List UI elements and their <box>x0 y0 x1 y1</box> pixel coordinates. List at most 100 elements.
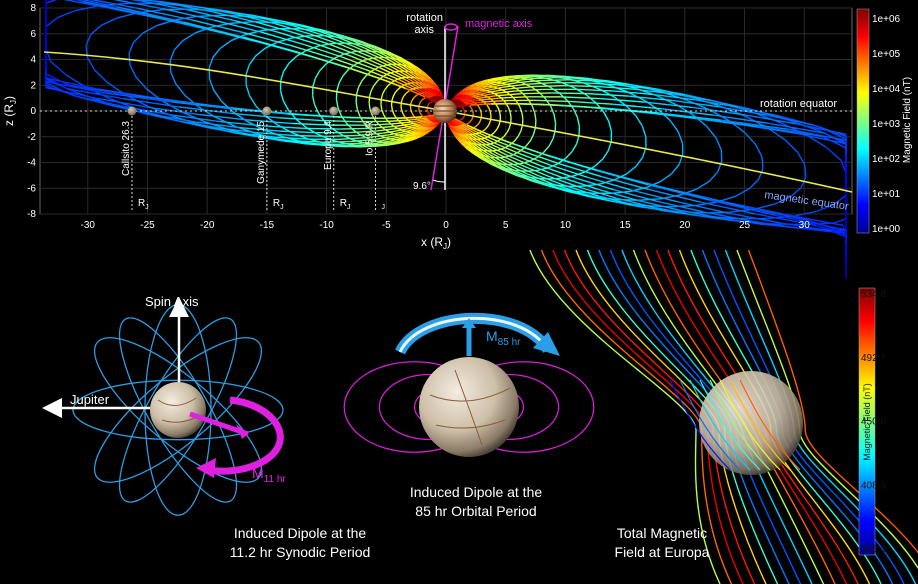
field-line-segment <box>549 155 596 171</box>
field-line-segment <box>530 76 555 80</box>
field-line-segment <box>355 101 358 110</box>
field-line-segment <box>418 110 421 113</box>
field-line-segment <box>692 106 744 116</box>
field-line-segment <box>403 135 417 142</box>
field-line-segment <box>426 104 429 107</box>
field-line-segment <box>219 127 259 134</box>
field-line-segment <box>391 109 395 115</box>
field-line-segment <box>479 142 499 155</box>
field-line-segment <box>580 77 608 82</box>
field-line-segment <box>509 78 532 83</box>
field-line-segment <box>428 102 431 105</box>
field-line-segment <box>695 117 758 127</box>
field-line-segment <box>255 47 266 57</box>
field-line-segment <box>457 94 468 101</box>
x-tick-label: 25 <box>739 220 751 231</box>
field-line-segment <box>360 55 388 69</box>
field-line-segment <box>699 201 755 215</box>
field-line-segment <box>671 93 712 102</box>
field-line-segment <box>654 206 694 216</box>
field-line-segment <box>420 120 433 127</box>
field-line-segment <box>686 99 710 111</box>
field-line-segment <box>198 6 238 16</box>
field-line-segment <box>804 164 807 177</box>
europa-lineae-middle <box>429 369 511 446</box>
orbital-dipole-panel: M85 hr Induced Dipole at the 85 hr Orbit… <box>343 312 595 519</box>
field-line-segment <box>251 14 283 22</box>
field-line-segment <box>134 95 197 105</box>
field-line-segment <box>381 89 386 95</box>
field-line-segment <box>672 99 720 108</box>
field-line-segment <box>116 6 184 23</box>
field-line-segment <box>636 199 679 211</box>
field-line-segment <box>572 108 579 118</box>
field-line-segment <box>294 134 329 138</box>
field-line-segment <box>426 80 436 91</box>
field-line-segment <box>400 131 416 138</box>
field-line-segment <box>462 97 477 103</box>
field-line-segment <box>394 89 399 94</box>
field-line-segment <box>608 121 613 132</box>
colorbar-tick-label: 1e+04 <box>872 84 901 95</box>
y-tick-label: -6 <box>27 183 36 194</box>
field-line-segment <box>550 106 555 115</box>
field-line-segment <box>669 120 679 133</box>
field-line-segment <box>199 113 248 121</box>
colorbar-top-label: Magnetic Field (nT) <box>902 77 913 163</box>
field-line-segment <box>461 96 475 102</box>
field-line-segment <box>420 73 431 84</box>
field-line-segment <box>65 73 87 88</box>
field-line-segment <box>474 124 478 128</box>
field-line-segment <box>232 131 264 139</box>
field-line-segment <box>452 117 463 125</box>
field-line-segment <box>462 88 474 96</box>
field-line-segment <box>169 49 175 61</box>
field-line-segment <box>561 176 598 190</box>
field-line-segment <box>418 101 422 105</box>
field-line-segment <box>454 125 464 135</box>
field-line-segment <box>494 76 512 82</box>
field-line-segment <box>483 142 506 155</box>
field-line-segment <box>486 80 503 86</box>
field-line-segment <box>779 222 832 232</box>
field-line-segment <box>540 164 575 179</box>
field-line-segment <box>90 0 138 9</box>
field-line-segment <box>389 130 409 136</box>
field-line-segment <box>513 173 532 182</box>
field-line-segment <box>261 27 281 32</box>
field-line-segment <box>487 122 491 127</box>
field-line-segment <box>321 119 359 123</box>
rotation-85hr-arrow <box>395 312 553 355</box>
field-line-segment <box>423 97 426 100</box>
moon-label: Ganymede 15 <box>256 121 267 184</box>
field-line-segment <box>458 132 469 143</box>
field-line-segment <box>476 122 480 126</box>
field-line-segment <box>671 164 680 175</box>
field-line-segment <box>384 84 389 90</box>
field-line-segment <box>569 100 613 105</box>
field-line-segment <box>560 96 601 100</box>
field-line-segment <box>471 91 488 97</box>
field-line-segment <box>788 128 847 142</box>
field-line-segment <box>294 32 331 46</box>
field-line-segment <box>710 99 750 110</box>
field-line-segment <box>744 132 757 146</box>
field-line-segment <box>420 130 430 136</box>
caption-left-line2: 11.2 hr Synodic Period <box>230 544 371 560</box>
x-axis-title: x (RJ) <box>421 235 451 251</box>
field-line-front <box>689 379 751 471</box>
field-line-segment <box>411 126 426 133</box>
field-line-segment <box>123 97 179 108</box>
field-line-segment <box>428 78 437 87</box>
field-line-segment <box>496 160 517 173</box>
caption-right-line1: Total Magnetic <box>617 525 707 541</box>
field-line-segment <box>720 149 723 162</box>
field-line-segment <box>423 87 435 97</box>
field-line-segment <box>75 5 99 12</box>
field-line-segment <box>235 20 279 33</box>
field-line-segment <box>840 160 847 174</box>
field-line-segment <box>212 47 221 58</box>
moment-11hr-label: M11 hr <box>252 465 286 485</box>
field-line-segment <box>487 77 502 82</box>
field-line-segment <box>319 63 328 71</box>
